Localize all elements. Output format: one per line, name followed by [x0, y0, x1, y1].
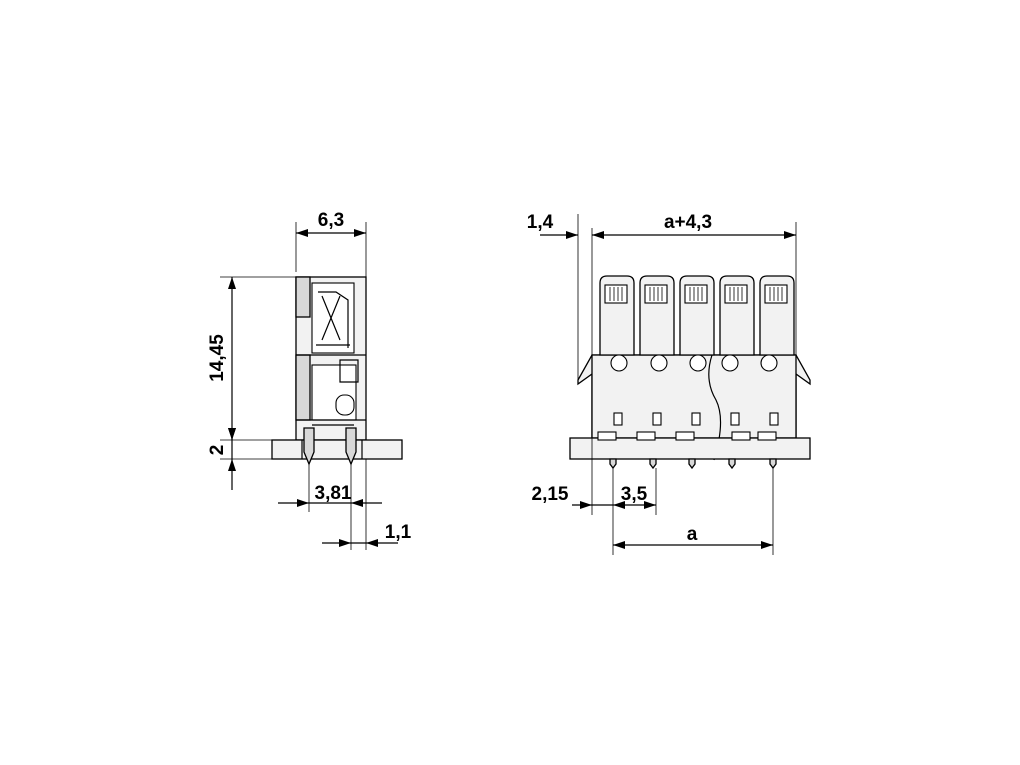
label-pin-pitch-3-5: 3,5	[621, 484, 648, 505]
lever-3	[679, 275, 715, 356]
label-edge-1-4: 1,4	[527, 212, 554, 233]
conductor-holes	[610, 354, 778, 372]
hole-3	[689, 354, 707, 372]
dimension-edge-1-4: 1,4	[527, 212, 604, 239]
front-levers	[599, 275, 795, 356]
dimension-total-width: a+4,3	[592, 212, 796, 239]
dimension-offset-1-1: 1,1	[322, 459, 412, 550]
label-width-6-3: 6,3	[318, 210, 344, 231]
label-pin-span-a: a	[687, 524, 698, 545]
front-pins	[609, 458, 777, 470]
dimension-pin-pitch-3-5: 3,5	[592, 484, 656, 509]
label-offset-1-1: 1,1	[385, 522, 412, 543]
side-housing	[295, 276, 367, 441]
dimension-base-2: 2	[207, 428, 272, 490]
lever-4	[719, 275, 755, 356]
dimension-height-14-45: 14,45	[207, 276, 296, 441]
front-view: 1,4 a+4,3	[527, 212, 811, 555]
side-base-plate	[271, 439, 403, 460]
front-base-plate	[569, 437, 811, 460]
hole-1	[610, 354, 628, 372]
side-view: 6,3 14,45 2	[207, 210, 412, 550]
hole-5	[760, 354, 778, 372]
hole-2	[650, 354, 668, 372]
lever-1	[599, 275, 635, 356]
base-latches	[597, 431, 777, 441]
lever-5	[759, 275, 795, 356]
label-pin-offset-2-15: 2,15	[532, 484, 569, 505]
label-pitch-3-81: 3,81	[315, 483, 352, 504]
lever-2	[639, 275, 675, 356]
side-pins	[303, 427, 357, 466]
label-base-2: 2	[207, 445, 228, 456]
dimension-pin-span-a: a	[613, 524, 773, 549]
dimension-pitch-3-81: 3,81	[278, 464, 382, 550]
label-total-width: a+4,3	[664, 212, 712, 233]
test-slots	[613, 412, 779, 426]
label-height-14-45: 14,45	[207, 334, 228, 382]
hole-4	[721, 354, 739, 372]
